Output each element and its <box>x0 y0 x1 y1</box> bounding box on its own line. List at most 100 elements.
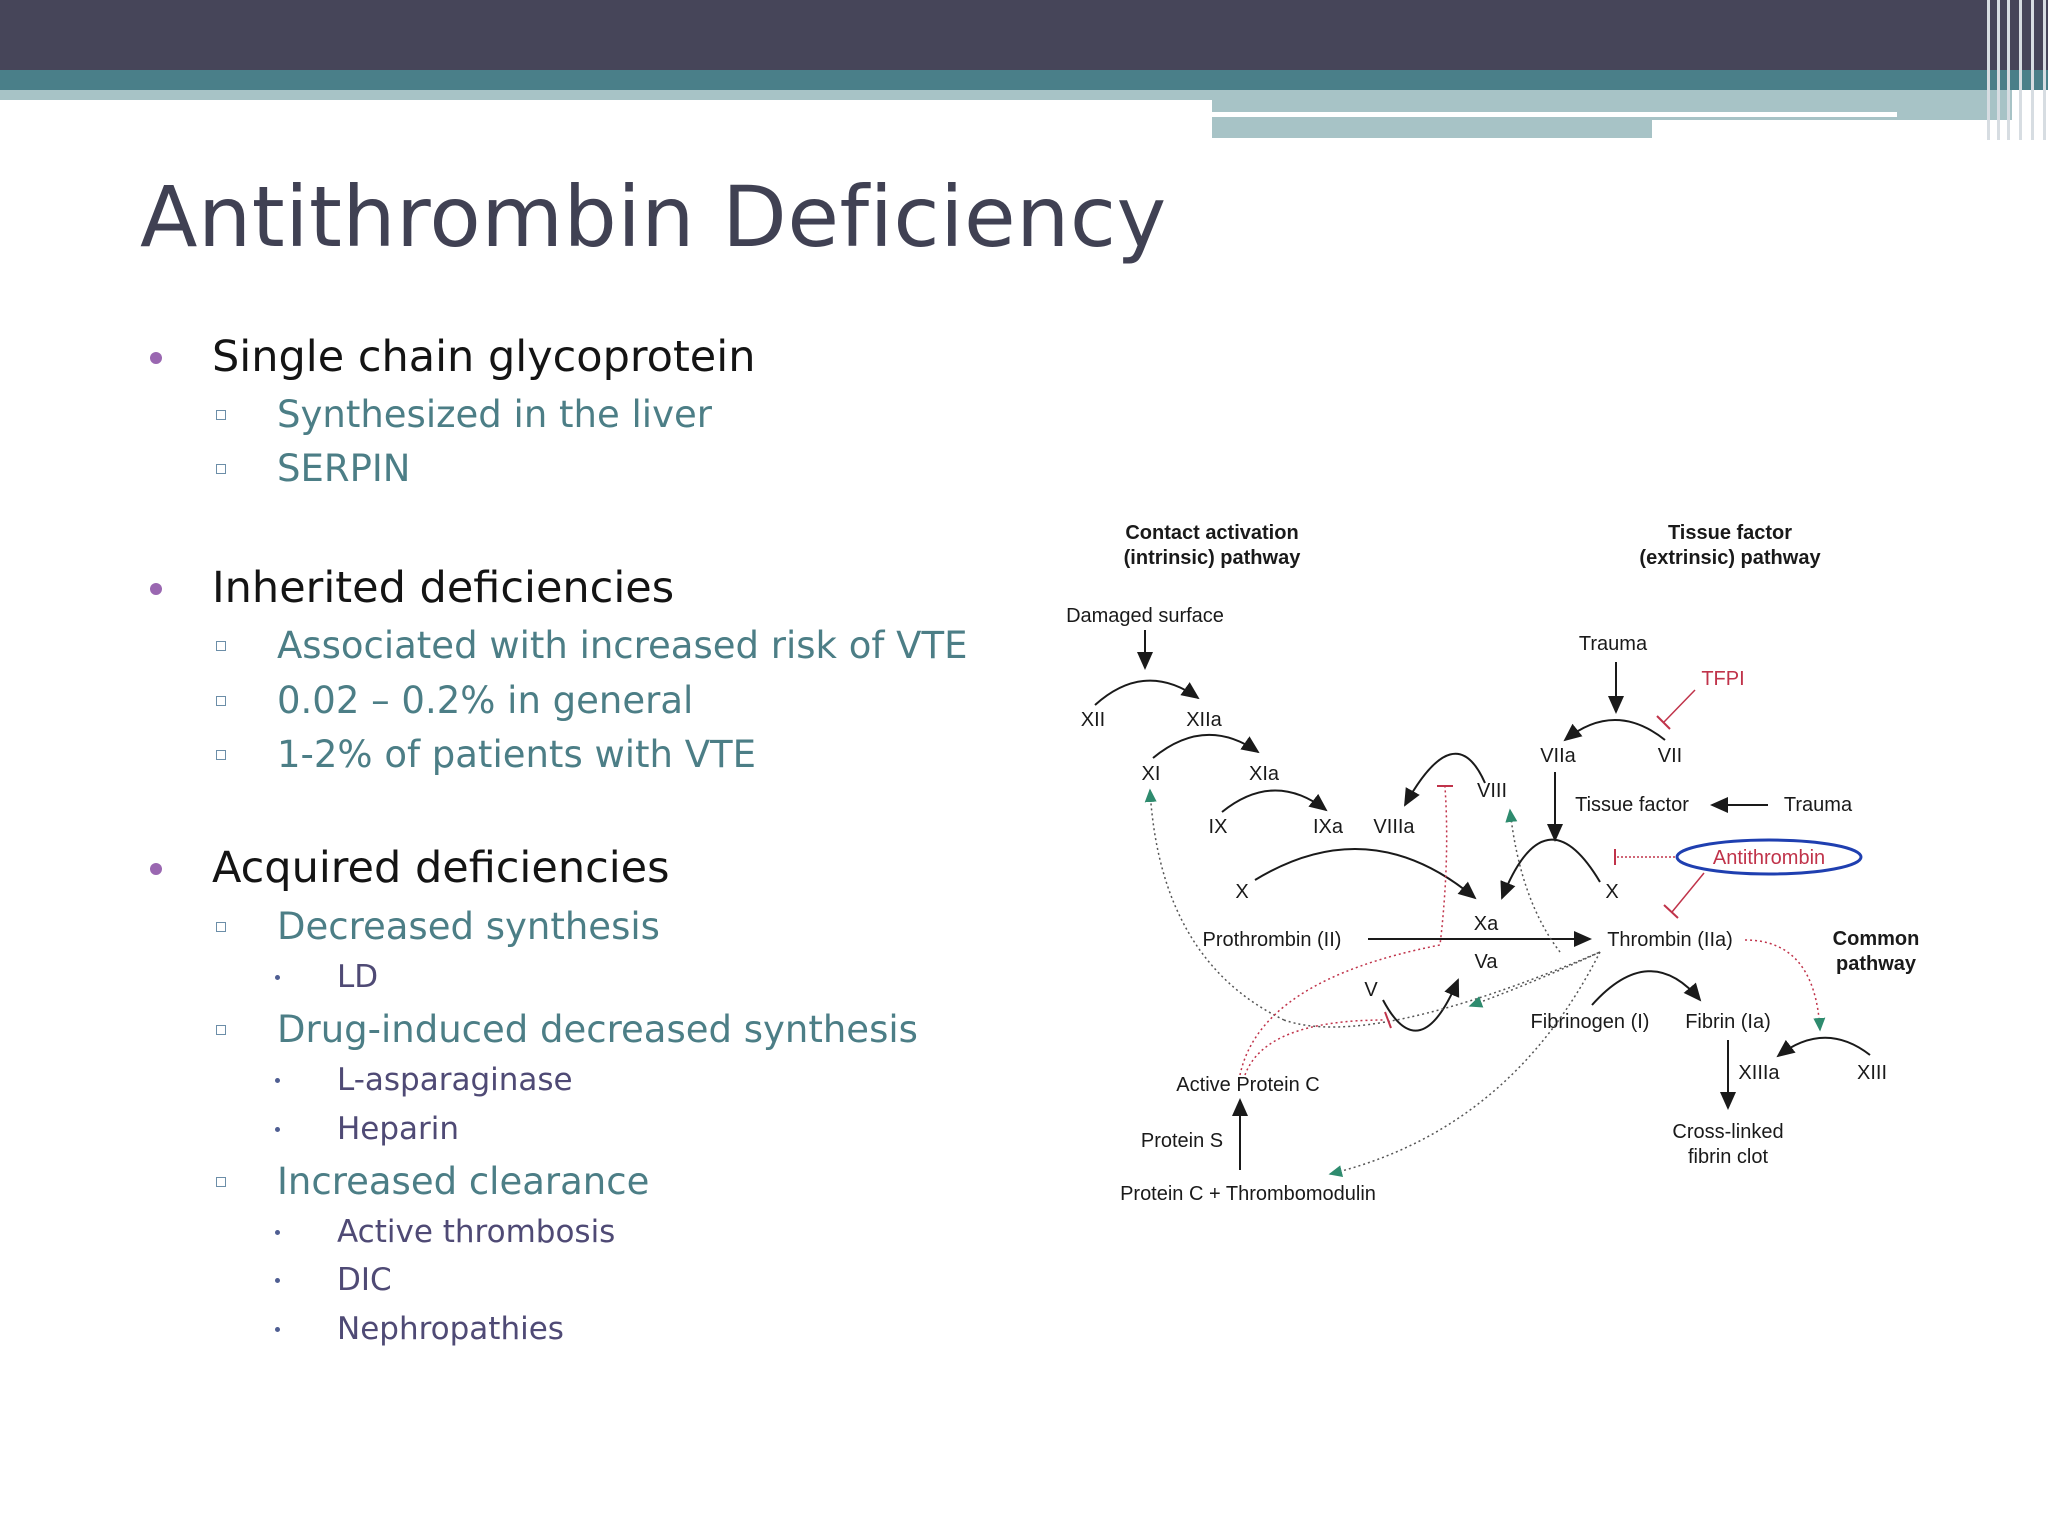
factor-va: Va <box>1475 951 1499 973</box>
sub-bullet-square <box>216 922 226 932</box>
factor-ixa: IXa <box>1313 816 1344 838</box>
thrombin-feedback-xi <box>1144 788 1285 1021</box>
sub-sub-item: Active thrombosis <box>337 1214 616 1250</box>
common-pathway-title: Common <box>1833 928 1920 950</box>
sub-bullet-square <box>216 1177 226 1187</box>
factor-viiia: VIIIa <box>1373 816 1415 838</box>
fibrinogen-label: Fibrinogen (I) <box>1531 1011 1650 1033</box>
xii-to-xiia-arrow <box>1094 679 1200 706</box>
factor-xiiia: XIIIa <box>1738 1062 1780 1084</box>
ix-to-ixa-arrow <box>1221 789 1328 813</box>
sub-sub-bullet-dot <box>275 975 280 980</box>
thrombin-to-thrombomodulin <box>1328 951 1601 1177</box>
sub-item: SERPIN <box>277 447 411 490</box>
x-to-xa-right-arrow <box>1500 838 1601 900</box>
fibrinogen-to-fibrin-arrow <box>1591 970 1702 1006</box>
antithrombin-inhibit-thrombin-bar <box>1663 904 1679 919</box>
sub-item: Associated with increased risk of VTE <box>277 624 968 667</box>
factor-viii: VIII <box>1477 780 1507 802</box>
sub-bullet-square <box>216 641 226 651</box>
factor-xiii: XIII <box>1857 1062 1887 1084</box>
section-heading: Inherited deficiencies <box>212 563 675 613</box>
sub-sub-item: L-asparaginase <box>337 1062 573 1098</box>
factor-ix: IX <box>1209 816 1228 838</box>
factor-viia: VIIa <box>1540 745 1576 767</box>
sub-sub-item: DIC <box>337 1262 392 1298</box>
thrombin-label: Thrombin (IIa) <box>1607 929 1733 951</box>
factor-vii: VII <box>1658 745 1682 767</box>
prothrombin-label: Prothrombin (II) <box>1203 929 1342 951</box>
apc-inhibit-va-bar <box>1384 1011 1392 1029</box>
sub-bullet-square <box>216 464 226 474</box>
tissue-pathway-title: Tissue factor <box>1668 522 1792 544</box>
sub-item: Decreased synthesis <box>277 905 660 948</box>
header-light-band <box>0 90 1212 100</box>
vii-to-viia-arrow <box>1563 719 1666 742</box>
damaged-surface-label: Damaged surface <box>1066 605 1224 627</box>
tissue-pathway-subtitle: (extrinsic) pathway <box>1639 547 1821 569</box>
sub-sub-bullet-dot <box>275 1327 280 1332</box>
v-to-va-arrow <box>1382 978 1460 1032</box>
xiii-to-xiiia-arrow <box>1776 1036 1871 1058</box>
sub-sub-bullet-dot <box>275 1127 280 1132</box>
tfpi-inhibit-bar <box>1656 715 1671 730</box>
bullet-dot <box>150 583 162 595</box>
sub-item: 1-2% of patients with VTE <box>277 733 757 776</box>
bullet-dot <box>150 863 162 875</box>
coagulation-cascade-diagram: Contact activation (intrinsic) pathway T… <box>1040 500 1980 1220</box>
thrombin-to-xiii-dotted <box>1744 939 1826 1032</box>
apc-inhibit-va <box>1244 1019 1386 1076</box>
fibrin-label: Fibrin (Ia) <box>1685 1011 1771 1033</box>
sub-sub-bullet-dot <box>275 1230 280 1235</box>
factor-v: V <box>1364 979 1378 1001</box>
protein-c-thrombomodulin-label: Protein C + Thrombomodulin <box>1120 1183 1376 1205</box>
sub-bullet-square <box>216 1025 226 1035</box>
crosslinked-clot-label-2: fibrin clot <box>1688 1146 1768 1168</box>
apc-inhibit-viiia <box>1239 786 1448 1076</box>
bullet-dot <box>150 352 162 364</box>
antithrombin-inhibit-thrombin-line <box>1671 872 1705 913</box>
antithrombin-label: Antithrombin <box>1713 847 1825 869</box>
cascade-svg: Contact activation (intrinsic) pathway T… <box>1066 522 1920 1205</box>
bullet-list: Single chain glycoprotein Synthesized in… <box>0 0 1000 1536</box>
viii-to-viiia-arrow <box>1404 752 1486 807</box>
trauma-right-label: Trauma <box>1784 794 1853 816</box>
sub-sub-bullet-dot <box>275 1078 280 1083</box>
header-light-band-lower <box>1212 120 1652 138</box>
sub-sub-bullet-dot <box>275 1278 280 1283</box>
trauma-top-label: Trauma <box>1579 633 1648 655</box>
sub-sub-item: Nephropathies <box>337 1311 564 1347</box>
active-protein-c-label: Active Protein C <box>1176 1074 1319 1096</box>
crosslinked-clot-label: Cross-linked <box>1672 1121 1783 1143</box>
factor-xi: XI <box>1142 763 1161 785</box>
contact-pathway-subtitle: (intrinsic) pathway <box>1124 547 1302 569</box>
sub-sub-item: Heparin <box>337 1111 460 1147</box>
xi-to-xia-arrow <box>1152 734 1260 759</box>
factor-xa: Xa <box>1474 913 1499 935</box>
header-dark-band <box>0 0 2048 70</box>
header-teal-band <box>0 70 2048 90</box>
sub-item: Drug-induced decreased synthesis <box>277 1008 918 1051</box>
sub-item: Increased clearance <box>277 1160 650 1203</box>
tfpi-label: TFPI <box>1701 668 1744 690</box>
header-white-line <box>1212 112 1897 117</box>
sub-item: Synthesized in the liver <box>277 393 712 436</box>
sub-bullet-square <box>216 696 226 706</box>
sub-sub-item: LD <box>337 959 379 995</box>
sub-item: 0.02 – 0.2% in general <box>277 679 694 722</box>
sub-bullet-square <box>216 410 226 420</box>
factor-xia: XIa <box>1249 763 1280 785</box>
thrombin-feedback-viii <box>1505 808 1561 953</box>
x-to-xa-left-arrow <box>1254 847 1477 900</box>
factor-xii: XII <box>1081 709 1105 731</box>
sub-bullet-square <box>216 750 226 760</box>
header-edge-stripes <box>1985 0 2048 140</box>
slide-title: Antithrombin Deficiency <box>140 168 1167 266</box>
antithrombin-highlight-ellipse <box>1675 838 1863 876</box>
factor-x-right: X <box>1605 881 1618 903</box>
section-heading: Acquired deficiencies <box>212 843 670 893</box>
factor-x-left: X <box>1235 881 1248 903</box>
tissue-factor-label: Tissue factor <box>1575 794 1689 816</box>
common-pathway-subtitle: pathway <box>1836 953 1917 975</box>
contact-pathway-title: Contact activation <box>1125 522 1298 544</box>
